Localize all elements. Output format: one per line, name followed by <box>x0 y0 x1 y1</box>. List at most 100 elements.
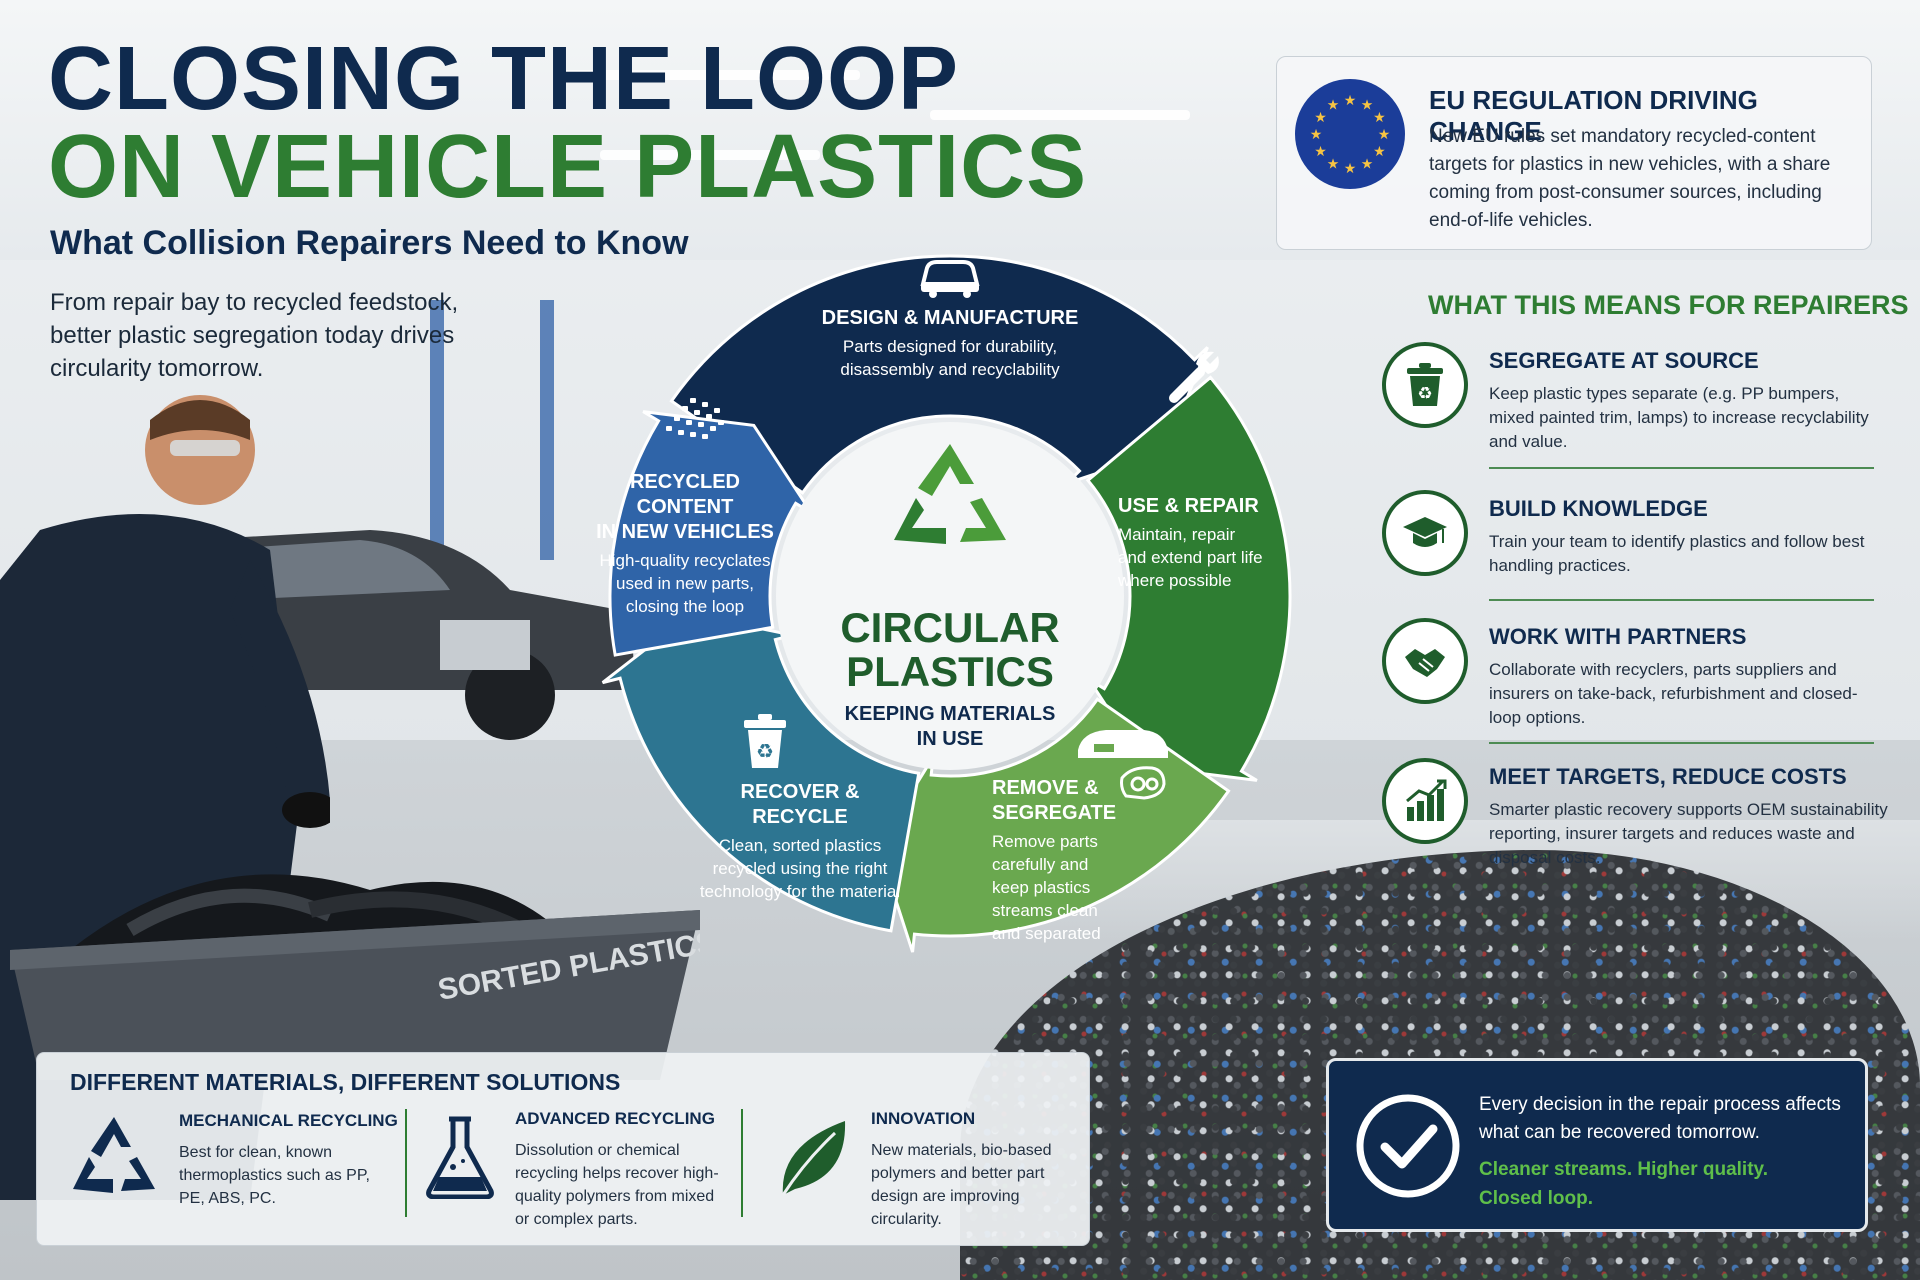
repairer-item-title: BUILD KNOWLEDGE <box>1489 496 1708 521</box>
eu-star: ★ <box>1344 93 1357 109</box>
pellet <box>686 420 692 425</box>
divider <box>741 1109 743 1217</box>
callout-box: Every decision in the repair process aff… <box>1326 1058 1868 1232</box>
center-title-line: PLASTICS <box>846 648 1054 695</box>
repairer-item-title: SEGREGATE AT SOURCE <box>1489 348 1759 373</box>
callout-emphasis-line: Cleaner streams. Higher quality. <box>1479 1159 1768 1180</box>
ceiling-light <box>560 70 860 80</box>
stage-recycled-content: RECYCLED CONTENT IN NEW VEHICLES High-qu… <box>594 470 776 618</box>
pellet <box>682 406 688 411</box>
wheel-center: CIRCULAR PLASTICS KEEPING MATERIALS IN U… <box>830 456 1070 752</box>
intro-text: From repair bay to recycled feedstock, b… <box>50 289 459 382</box>
eu-star: ★ <box>1344 161 1357 177</box>
material-mechanical: MECHANICAL RECYCLING Best for clean, kno… <box>69 1109 399 1239</box>
wheel-center-disc <box>776 422 1124 770</box>
divider <box>405 1109 407 1217</box>
eu-title: EU REGULATION DRIVING CHANGE <box>1429 85 1758 146</box>
stage-design-manufacture: DESIGN & MANUFACTURE Parts designed for … <box>820 306 1080 381</box>
stage-title: RECOVER & RECYCLE <box>740 781 860 828</box>
pellet <box>714 408 720 413</box>
lift-pillar <box>430 300 444 560</box>
stage-text: High-quality recyclates used in new part… <box>599 551 771 616</box>
material-title: MECHANICAL RECYCLING <box>179 1111 398 1130</box>
center-subtitle-line: IN USE <box>916 728 984 750</box>
material-advanced: ADVANCED RECYCLING Dissolution or chemic… <box>423 1109 763 1239</box>
pellet <box>702 434 708 439</box>
pellet <box>718 420 724 425</box>
recycle-bin-icon: ♻ <box>744 714 786 768</box>
eu-star: ★ <box>1314 110 1327 126</box>
center-subtitle: KEEPING MATERIALS IN USE <box>830 702 1070 752</box>
callout-text: Every decision in the repair process aff… <box>1479 1094 1841 1143</box>
divider <box>1489 467 1874 469</box>
repairer-item-text: Keep plastic types separate (e.g. PP bum… <box>1489 384 1869 451</box>
recycle-icon <box>894 444 1006 544</box>
center-subtitle-line: KEEPING MATERIALS <box>844 703 1056 725</box>
material-text: New materials, bio-based polymers and be… <box>871 1142 1052 1228</box>
stage-title: RECYCLED CONTENT <box>629 471 740 518</box>
eu-star: ★ <box>1310 127 1323 143</box>
pellet <box>690 432 696 437</box>
eu-regulation-box: ★★★★★★★★★★★★ EU REGULATION DRIVING CHANG… <box>1276 56 1872 250</box>
eu-star: ★ <box>1314 144 1327 160</box>
pellet <box>694 410 700 415</box>
repairer-item-text: Smarter plastic recovery supports OEM su… <box>1489 800 1888 867</box>
center-title-line: CIRCULAR <box>840 604 1060 651</box>
segment-remove <box>876 697 1231 953</box>
stage-use-repair: USE & REPAIR Maintain, repair and extend… <box>1118 494 1268 592</box>
stage-title: REMOVE & SEGREGATE <box>992 777 1117 824</box>
ceiling-light <box>600 150 820 160</box>
stage-text: Parts designed for durability, disassemb… <box>840 337 1060 379</box>
center-title: CIRCULAR PLASTICS <box>830 606 1070 694</box>
stage-recover-recycle: RECOVER & RECYCLE Clean, sorted plastics… <box>690 780 910 903</box>
segment-recycled <box>608 410 813 657</box>
pellet <box>666 426 672 431</box>
pellet <box>706 414 712 419</box>
divider <box>1489 599 1874 601</box>
circular-plastics-wheel: ♻ DESIGN & MANUFACTURE Parts designed fo… <box>590 236 1310 956</box>
material-title: ADVANCED RECYCLING <box>515 1109 715 1128</box>
stage-title: USE & REPAIR <box>1118 495 1259 517</box>
segment-use <box>1085 375 1292 782</box>
title-line-1: CLOSING THE LOOP <box>48 29 960 129</box>
growth-chart-icon <box>1382 758 1468 844</box>
eu-star: ★ <box>1327 98 1340 114</box>
repairer-item-text: Collaborate with recyclers, parts suppli… <box>1489 660 1858 727</box>
callout-emphasis: Cleaner streams. Higher quality. Closed … <box>1479 1155 1859 1213</box>
pellet <box>674 416 680 421</box>
svg-text:♻: ♻ <box>756 739 774 763</box>
wheel-ring <box>601 254 1292 953</box>
materials-heading: DIFFERENT MATERIALS, DIFFERENT SOLUTIONS <box>70 1069 621 1095</box>
pellet <box>698 422 704 427</box>
bumper-headlamp-icon <box>1078 730 1168 800</box>
recycle-icon <box>73 1117 155 1193</box>
flask-icon <box>426 1116 494 1199</box>
ceiling-light <box>930 110 1190 120</box>
graduation-cap-icon <box>1382 490 1468 576</box>
eu-star: ★ <box>1327 156 1340 172</box>
recycle-bin-icon: ♻ <box>1382 342 1468 428</box>
title-line-2: ON VEHICLE PLASTICS <box>48 117 1088 217</box>
handshake-icon <box>1382 618 1468 704</box>
divider <box>1489 742 1874 744</box>
stage-text: Remove parts carefully and keep plastics… <box>992 832 1101 943</box>
materials-panel: DIFFERENT MATERIALS, DIFFERENT SOLUTIONS… <box>36 1052 1090 1246</box>
material-text: Best for clean, known thermoplastics suc… <box>179 1144 370 1207</box>
car-icon <box>920 260 980 298</box>
eu-star: ★ <box>1373 144 1386 160</box>
repairer-item-title: MEET TARGETS, REDUCE COSTS <box>1489 764 1847 789</box>
svg-text:♻: ♻ <box>1417 384 1432 404</box>
eu-text: New EU rules set mandatory recycled-cont… <box>1429 126 1831 231</box>
stage-text: Maintain, repair and extend part life wh… <box>1118 525 1263 590</box>
stage-title: IN NEW VEHICLES <box>596 521 774 543</box>
pellets-icon <box>666 398 724 439</box>
segment-recover <box>601 612 921 933</box>
material-innovation: INNOVATION New materials, bio-based poly… <box>775 1109 1075 1239</box>
segment-design <box>669 254 1209 495</box>
repairer-item-title: WORK WITH PARTNERS <box>1489 624 1747 649</box>
repairers-heading: WHAT THIS MEANS FOR REPAIRERS <box>1428 290 1909 320</box>
callout-emphasis-line: Closed loop. <box>1479 1188 1593 1209</box>
leaf-icon <box>781 1121 846 1196</box>
eu-star: ★ <box>1361 156 1374 172</box>
subtitle: What Collision Repairers Need to Know <box>50 224 689 262</box>
